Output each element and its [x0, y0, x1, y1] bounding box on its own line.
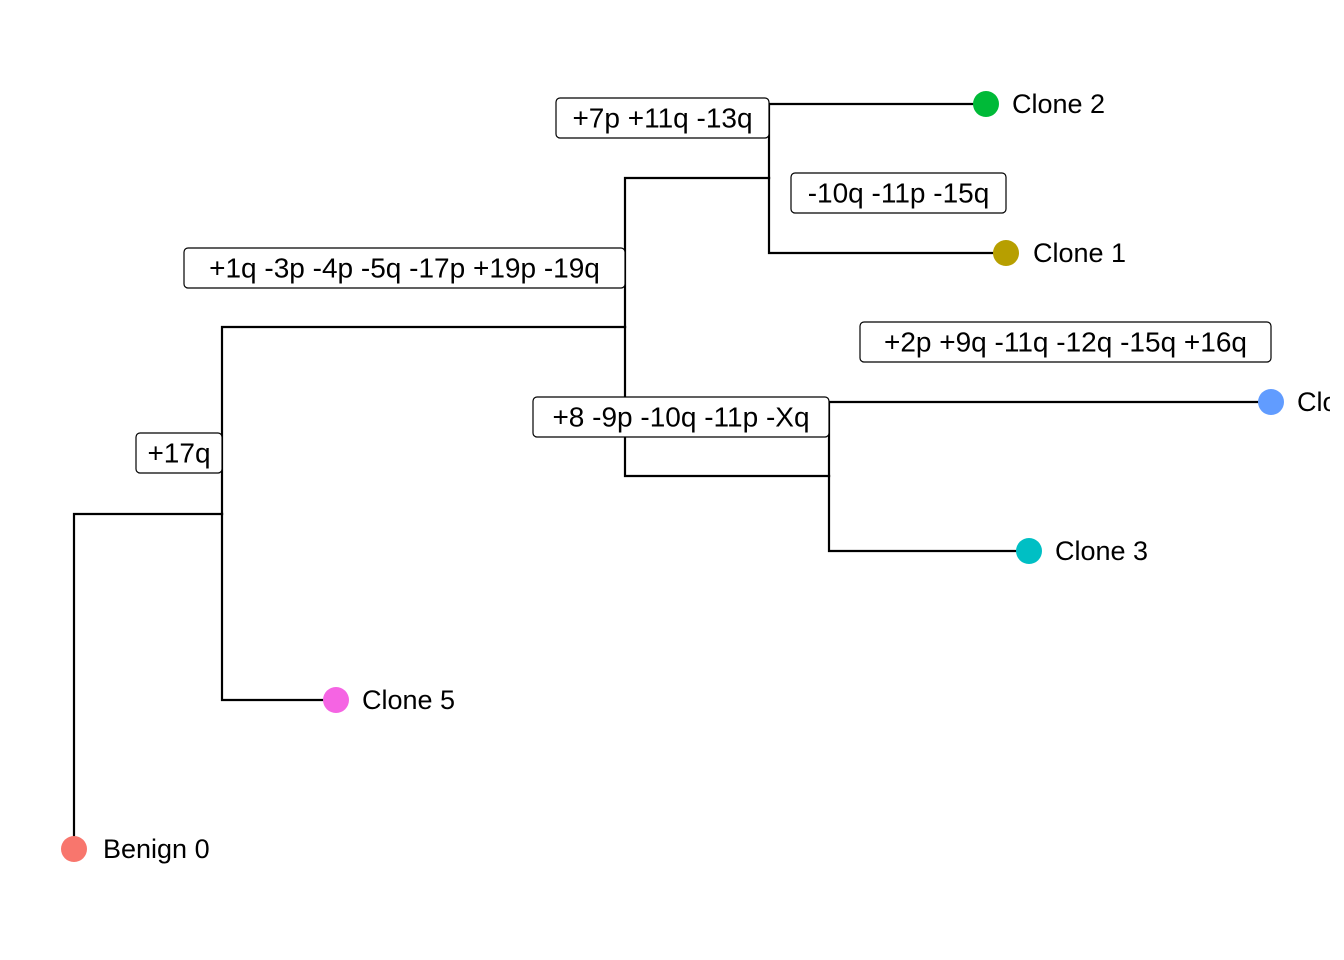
event-text: +1q -3p -4p -5q -17p +19p -19q	[209, 253, 600, 284]
event-box	[135, 432, 223, 474]
event-box	[555, 97, 770, 139]
event-label-e2: +1q -3p -4p -5q -17p +19p -19q	[183, 247, 626, 289]
tip-dot	[1016, 538, 1042, 564]
event-box	[183, 247, 626, 289]
event-label-e6: +2p +9q -11q -12q -15q +16q	[859, 321, 1272, 363]
edge-node-c-to-clone1	[767, 176, 1008, 255]
event-box	[790, 172, 1007, 214]
tip-label: Clone 3	[1055, 536, 1148, 566]
event-box	[532, 396, 830, 438]
tip-label: Clone 4	[1297, 387, 1344, 417]
tip-dot	[973, 91, 999, 117]
event-text: +17q	[147, 438, 210, 469]
edge-node-b-to-node-c	[623, 176, 771, 329]
event-label-e5: +8 -9p -10q -11p -Xq	[532, 396, 830, 438]
edge-node-d-to-clone4	[827, 400, 1273, 478]
tip-dot	[1258, 389, 1284, 415]
event-text: +7p +11q -13q	[572, 103, 752, 134]
event-box	[859, 321, 1272, 363]
tip-clone4: Clone 4	[1258, 387, 1344, 417]
tip-label: Benign 0	[103, 834, 210, 864]
tip-clone3: Clone 3	[1016, 536, 1148, 566]
tip-label: Clone 1	[1033, 238, 1126, 268]
event-label-e3: +7p +11q -13q	[555, 97, 770, 139]
tip-label: Clone 2	[1012, 89, 1105, 119]
tip-dot	[61, 836, 87, 862]
tip-benign0: Benign 0	[61, 834, 210, 864]
tip-dot	[993, 240, 1019, 266]
edge-root-to-node-a	[72, 512, 224, 851]
tip-clone1: Clone 1	[993, 238, 1126, 268]
edge-node-a-to-clone5	[220, 512, 338, 702]
edge-node-c-to-clone2	[767, 102, 988, 180]
tip-label: Clone 5	[362, 685, 455, 715]
event-text: -10q -11p -15q	[808, 178, 990, 209]
tip-clone5: Clone 5	[323, 685, 455, 715]
tip-dot	[323, 687, 349, 713]
event-text: +2p +9q -11q -12q -15q +16q	[884, 327, 1247, 358]
event-label-e1: +17q	[135, 432, 223, 474]
tree-edges	[72, 102, 1273, 851]
edge-node-d-to-clone3	[827, 474, 1031, 553]
event-label-e4: -10q -11p -15q	[790, 172, 1007, 214]
tip-clone2: Clone 2	[973, 89, 1105, 119]
event-text: +8 -9p -10q -11p -Xq	[552, 402, 809, 433]
edge-node-b-to-node-d	[623, 325, 831, 478]
